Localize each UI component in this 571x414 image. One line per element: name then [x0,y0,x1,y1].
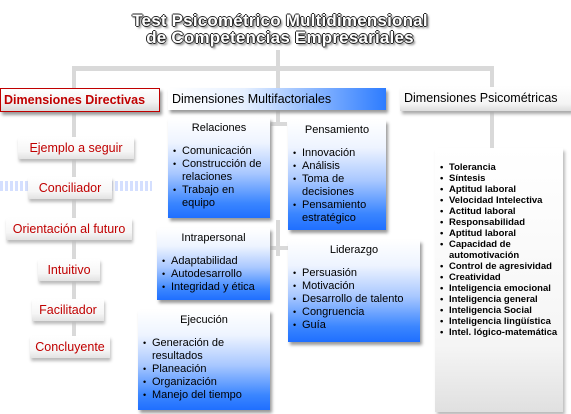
list-item: Capacidad de automotivación [440,239,563,261]
list-item: Innovación [293,147,386,160]
list-item: Creatividad [440,272,563,283]
list-item: Autodesarrollo [162,268,270,281]
list-item: Aptitud laboral [440,184,563,195]
list-item: Pensamiento estratégico [293,199,386,225]
header-dimensiones-psicometricas: Dimensiones Psicométricas [400,87,571,111]
connector-psicometricas-vertical [490,110,494,150]
list-item: Manejo del tiempo [143,389,270,402]
directiva-item-ejemplo: Ejemplo a seguir [18,137,134,159]
list-item: Inteligencia general [440,294,563,305]
psicometricas-list: Tolerancia Síntesis Aptitud laboral Velo… [435,148,563,412]
directiva-item-facilitador: Facilitador [32,299,104,321]
list-item: Planeación [143,363,270,376]
list-item: Síntesis [440,173,563,184]
list-item: Integridad y ética [162,281,270,294]
list-item: Aptitud laboral [440,228,563,239]
title-line-2: de Competencias Empresariales [146,28,414,47]
list-item: Intel. lógico-matemática [440,327,563,338]
box-pensamiento: Pensamiento Innovación Análisis Toma de … [288,120,386,230]
box-liderazgo: Liderazgo Persuasión Motivación Desarrol… [288,240,420,342]
title-line-1: Test Psicométrico Multidimensional [132,11,428,30]
list-item: Inteligencia Social [440,305,563,316]
connector-title-drop [276,50,280,68]
connector-intrapersonal-liderazgo [270,246,290,250]
box-relaciones-title: Relaciones [191,122,247,134]
list-item: Comunicación [173,145,270,158]
list-item: Generación de resultados [143,337,270,363]
list-item: Trabajo en equipo [173,184,270,210]
box-intrapersonal-title: Intrapersonal [181,232,246,244]
connector-mid-vertical [276,220,280,256]
box-ejecucion-title: Ejecución [180,314,228,326]
list-item: Desarrollo de talento [293,293,420,306]
list-item: Tolerancia [440,162,563,173]
connector-drop-psicometricas [490,66,494,88]
directiva-item-concluyente: Concluyente [30,336,110,358]
list-item: Toma de decisiones [293,173,386,199]
list-item: Inteligencia emocional [440,283,563,294]
list-item: Inteligencia lingüística [440,316,563,327]
box-intrapersonal: Intrapersonal Adaptabilidad Autodesarrol… [157,228,270,300]
connector-multifactoriales-vertical [276,110,280,124]
directiva-item-orientacion: Orientación al futuro [6,218,132,240]
list-item: Responsabilidad [440,217,563,228]
connector-top-horizontal [72,66,492,71]
list-item: Guía [293,319,420,332]
box-pensamiento-title: Pensamiento [304,124,370,136]
list-item: Congruencia [293,306,420,319]
list-item: Adaptabilidad [162,255,270,268]
box-liderazgo-title: Liderazgo [329,244,379,256]
connector-drop-directivas [72,66,76,88]
list-item: Construcción de relaciones [173,158,270,184]
list-item: Velocidad Intelectiva [440,195,563,206]
box-relaciones: Relaciones Comunicación Construcción de … [168,118,270,218]
header-dimensiones-directivas: Dimensiones Directivas [0,88,160,112]
diagram-title: Test Psicométrico Multidimensional de Co… [120,12,440,46]
connector-drop-multifactoriales [276,66,280,88]
list-item: Organización [143,376,270,389]
list-item: Persuasión [293,267,420,280]
list-item: Motivación [293,280,420,293]
header-dimensiones-multifactoriales: Dimensiones Multifactoriales [168,88,386,110]
box-ejecucion: Ejecución Generación de resultados Plane… [138,310,270,410]
connector-relaciones-pensamiento [271,122,287,126]
list-item: Actitud laboral [440,206,563,217]
directiva-item-conciliador: Conciliador [28,177,112,199]
directiva-item-intuitivo: Intuitivo [38,259,100,281]
list-item: Control de agresividad [440,261,563,272]
list-item: Análisis [293,160,386,173]
